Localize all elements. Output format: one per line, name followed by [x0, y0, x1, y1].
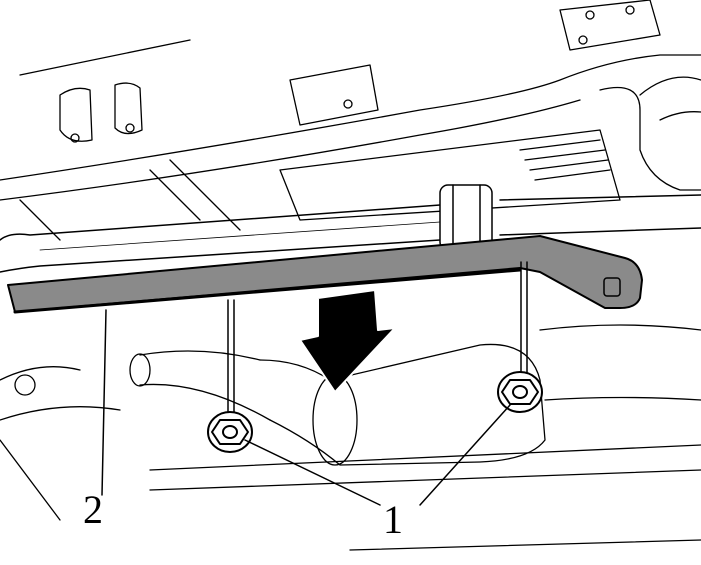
pipe — [0, 184, 701, 273]
flange-nut — [497, 371, 543, 413]
bracket-tab — [603, 277, 621, 297]
studs — [227, 261, 528, 421]
heat-shield-bracket — [7, 235, 643, 313]
catalytic-converter — [0, 324, 701, 551]
callout-2-bracket: 2 — [83, 487, 103, 532]
underbody-structure — [0, 0, 701, 241]
flange-nut — [207, 411, 253, 453]
callout-1-nuts: 1 — [383, 497, 403, 542]
leader-lines — [101, 309, 511, 506]
removal-direction-arrow-icon — [299, 289, 396, 393]
